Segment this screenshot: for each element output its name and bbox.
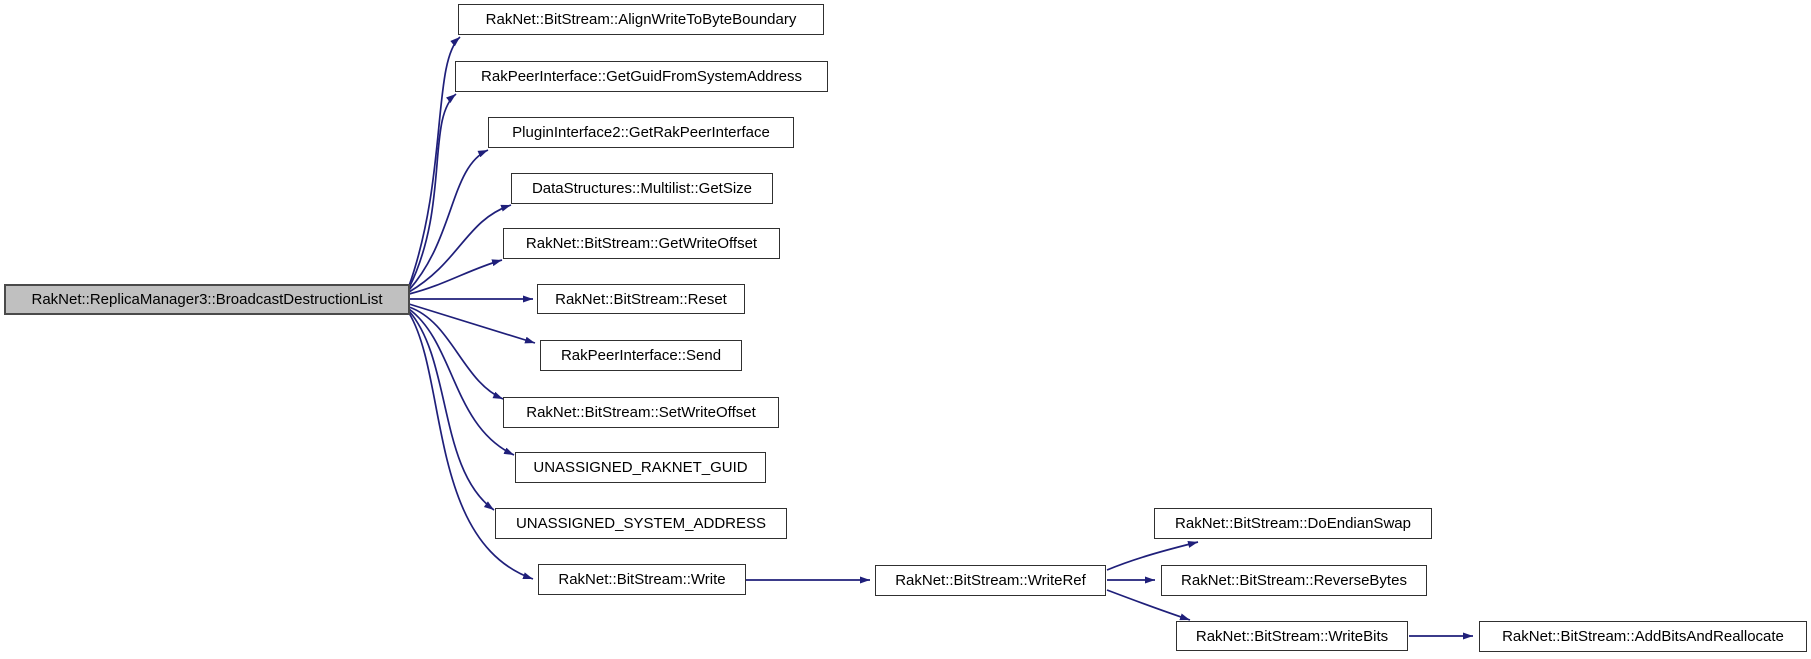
node-multilist-get-size[interactable]: DataStructures::Multilist::GetSize bbox=[511, 173, 773, 204]
node-unassigned-raknet-guid[interactable]: UNASSIGNED_RAKNET_GUID bbox=[515, 452, 766, 483]
node-do-endian-swap[interactable]: RakNet::BitStream::DoEndianSwap bbox=[1154, 508, 1432, 539]
node-reverse-bytes[interactable]: RakNet::BitStream::ReverseBytes bbox=[1161, 565, 1427, 596]
edge-root-setwriteoffset bbox=[408, 306, 504, 400]
node-write-ref[interactable]: RakNet::BitStream::WriteRef bbox=[875, 565, 1106, 596]
node-send[interactable]: RakPeerInterface::Send bbox=[540, 340, 742, 371]
edge-root-write bbox=[408, 312, 534, 580]
node-write-bits[interactable]: RakNet::BitStream::WriteBits bbox=[1176, 621, 1408, 651]
node-write[interactable]: RakNet::BitStream::Write bbox=[538, 564, 746, 595]
edge-root-align bbox=[408, 36, 461, 287]
node-get-guid-from-system-address[interactable]: RakPeerInterface::GetGuidFromSystemAddre… bbox=[455, 61, 828, 92]
node-unassigned-system-address[interactable]: UNASSIGNED_SYSTEM_ADDRESS bbox=[495, 508, 787, 539]
edge-root-unassigned_addr bbox=[408, 310, 495, 511]
edge-root-getrakpeer bbox=[408, 149, 489, 291]
edge-writeref-writebits bbox=[1106, 589, 1191, 621]
node-add-bits-and-reallocate[interactable]: RakNet::BitStream::AddBitsAndReallocate bbox=[1479, 621, 1807, 652]
node-get-write-offset[interactable]: RakNet::BitStream::GetWriteOffset bbox=[503, 228, 780, 259]
edge-root-getsize bbox=[408, 204, 512, 293]
edge-root-send bbox=[408, 303, 536, 344]
node-align-write-to-byte-boundary[interactable]: RakNet::BitStream::AlignWriteToByteBound… bbox=[458, 4, 824, 35]
edge-root-getguid bbox=[408, 93, 457, 289]
edge-root-getwriteoffset bbox=[408, 259, 503, 295]
edge-root-unassigned_guid bbox=[408, 308, 515, 456]
edge-writeref-doendianswap bbox=[1106, 541, 1199, 571]
node-get-rak-peer-interface[interactable]: PluginInterface2::GetRakPeerInterface bbox=[488, 117, 794, 148]
node-broadcast-destruction-list: RakNet::ReplicaManager3::BroadcastDestru… bbox=[4, 284, 410, 315]
node-set-write-offset[interactable]: RakNet::BitStream::SetWriteOffset bbox=[503, 397, 779, 428]
node-reset[interactable]: RakNet::BitStream::Reset bbox=[537, 284, 745, 314]
